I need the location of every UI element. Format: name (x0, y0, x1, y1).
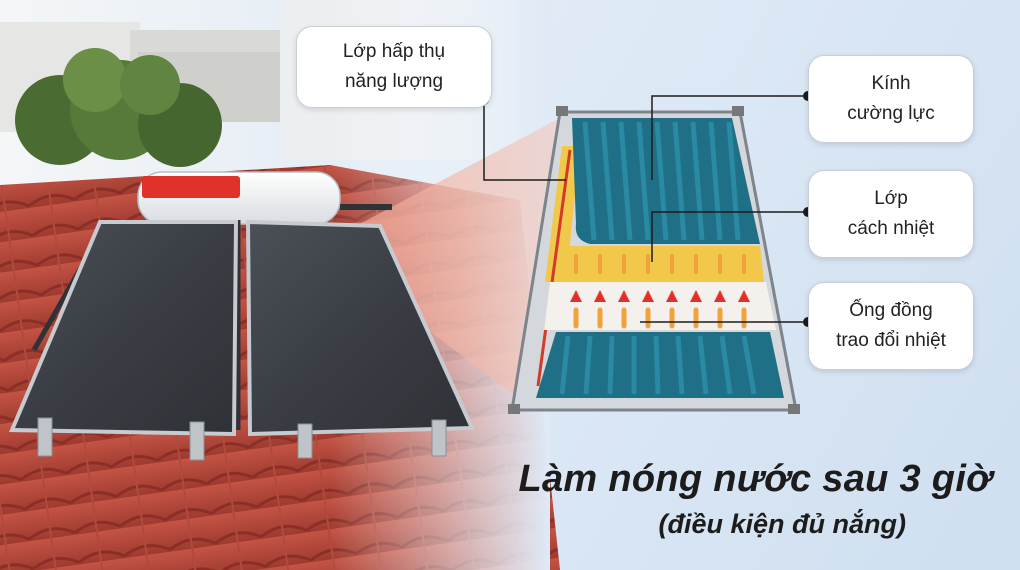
callout-text: năng lượng (344, 71, 444, 92)
headline: Làm nóng nước sau 3 giờ (điều kiện đủ nắ… (518, 458, 992, 540)
headline-sub: (điều kiện đủ nắng) (658, 509, 907, 539)
water-tank (137, 171, 392, 225)
collector-panel-right (245, 219, 476, 437)
collector-panel-left (9, 220, 239, 437)
callout-insulation-layer: Lớp cách nhiệt (808, 170, 974, 258)
heat-arrows (570, 254, 750, 329)
callout-text: Lớp (874, 188, 908, 209)
callout-text: cách nhiệt (847, 218, 935, 239)
callout-absorber-layer: Lớp hấp thụ năng lượng (296, 26, 492, 108)
callout-text: Lớp hấp thụ (342, 41, 446, 62)
leader-lines (483, 95, 808, 323)
callout-tempered-glass: Kính cường lực (808, 55, 974, 143)
tree (15, 48, 222, 167)
frame-corner (556, 106, 568, 116)
frame-corner (508, 404, 520, 414)
glass-ridges (582, 121, 741, 241)
copper-tube-zone (544, 282, 776, 330)
absorber-ridges (559, 335, 757, 395)
callout-text: Kính (871, 73, 911, 94)
callout-text: trao đổi nhiệt (836, 330, 946, 351)
headline-main: Làm nóng nước sau 3 giờ (518, 458, 992, 500)
mounting-brackets (37, 417, 447, 461)
magnify-beam (318, 118, 560, 400)
frame-corner (732, 106, 744, 116)
callout-text: cường lực (847, 103, 935, 124)
brand-logo: ARISTON (163, 180, 220, 192)
callout-text: Ống đồng (849, 300, 933, 321)
frame-corner (788, 404, 800, 414)
insulation-layer (553, 246, 764, 282)
absorber-edge (536, 149, 572, 387)
callout-copper-pipes: Ống đồng trao đổi nhiệt (808, 282, 974, 370)
